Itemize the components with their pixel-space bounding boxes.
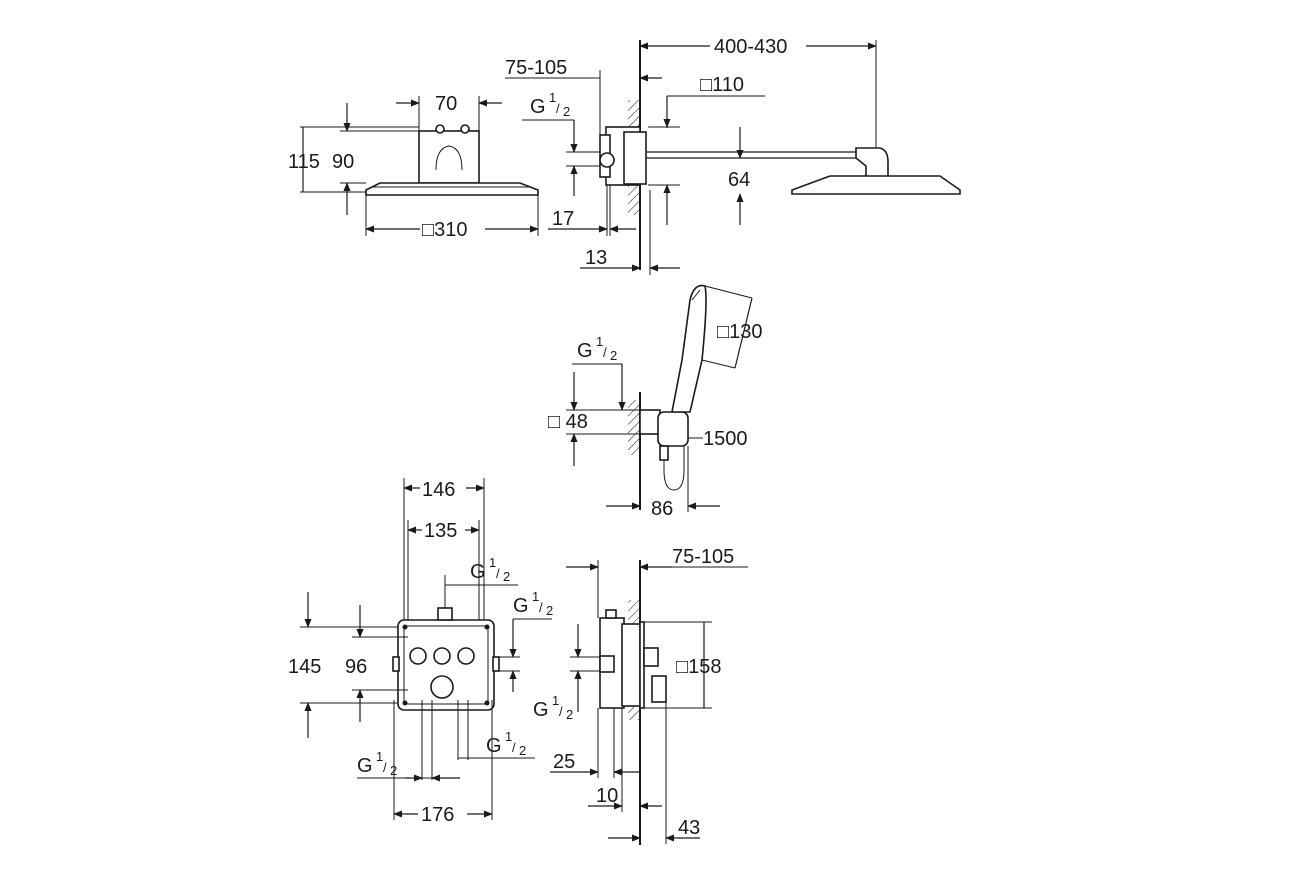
dim-box-width-inner: 135 (424, 520, 457, 542)
valve-3 (457, 647, 475, 665)
dim-height-outer: 115 (288, 151, 320, 173)
dim-box-height-inner: 96 (345, 656, 367, 678)
dim-arm-length: 400-430 (714, 36, 787, 58)
svg-text:2: 2 (546, 603, 553, 618)
hand-shower-view: □130 G 1 / 2 □ 48 1500 86 (548, 284, 762, 520)
thread-label: G (530, 96, 546, 118)
svg-text:/: / (496, 566, 500, 581)
dim-drop: 64 (728, 169, 750, 191)
svg-text:2: 2 (503, 569, 510, 584)
svg-text:1: 1 (596, 334, 603, 349)
svg-text:/: / (512, 740, 516, 755)
svg-text:1: 1 (489, 555, 496, 570)
dim-13: 13 (585, 247, 607, 269)
dim-43: 43 (678, 817, 700, 839)
main-valve (430, 675, 454, 699)
svg-text:1: 1 (549, 90, 556, 105)
box-front-view: 146 135 G 1 / 2 G 1 / 2 145 96 G 1 / (288, 478, 553, 826)
dim-25: 25 (553, 751, 575, 773)
valve-2 (433, 647, 451, 665)
dim-box-width-bottom: 176 (421, 804, 454, 826)
hose (663, 446, 685, 491)
svg-text:1: 1 (532, 589, 539, 604)
svg-text:/: / (539, 600, 543, 615)
dim-box-height-outer: 145 (288, 656, 321, 678)
arm-connector-shape (435, 145, 463, 171)
valve-1 (409, 647, 427, 665)
svg-text:2: 2 (563, 104, 570, 119)
shower-head-side (791, 175, 961, 195)
svg-text:1: 1 (552, 693, 559, 708)
hand-shower-handle (671, 284, 707, 413)
dim-17: 17 (552, 208, 574, 230)
dim-width-top: 70 (435, 93, 457, 115)
head-side-view: 75-105 400-430 □110 G 1 / 2 64 (505, 36, 961, 275)
svg-text:2: 2 (519, 743, 526, 758)
dim-box-wall-depth: 75-105 (672, 546, 734, 568)
dim-hand-depth: 86 (651, 498, 673, 520)
dim-plate-size: □158 (676, 656, 721, 678)
svg-text:/: / (556, 101, 560, 116)
thread-top-label: G (470, 561, 486, 583)
dim-10: 10 (596, 785, 618, 807)
head-front-view: 70 115 90 □310 (288, 93, 539, 241)
svg-text:1: 1 (505, 729, 512, 744)
svg-text:2: 2 (566, 707, 573, 722)
dim-flange-size: □110 (700, 74, 744, 96)
svg-text:2: 2 (610, 348, 617, 363)
hand-thread-label: G (577, 340, 593, 362)
dim-hose-length: 1500 (703, 428, 748, 450)
thread-bottom-left-label: G (357, 755, 373, 777)
dim-holder-size: □ 48 (548, 411, 588, 433)
dim-height-inner: 90 (332, 151, 354, 173)
wall-bracket-outline (418, 130, 480, 184)
svg-text:1: 1 (376, 749, 383, 764)
dim-wall-depth: 75-105 (505, 57, 567, 79)
dim-box-width-outer: 146 (422, 479, 455, 501)
thread-right-label: G (513, 595, 529, 617)
svg-text:/: / (559, 704, 563, 719)
box-side-thread-label: G (533, 699, 549, 721)
dim-hand-head-size: □130 (717, 321, 762, 343)
box-side-view: 75-105 □158 G 1 / 2 25 10 43 (533, 546, 748, 845)
svg-text:/: / (603, 345, 607, 360)
shower-head-plate (365, 182, 539, 196)
thread-bottom-right-label: G (486, 735, 502, 757)
dim-head-size: □310 (422, 219, 467, 241)
svg-text:/: / (383, 760, 387, 775)
